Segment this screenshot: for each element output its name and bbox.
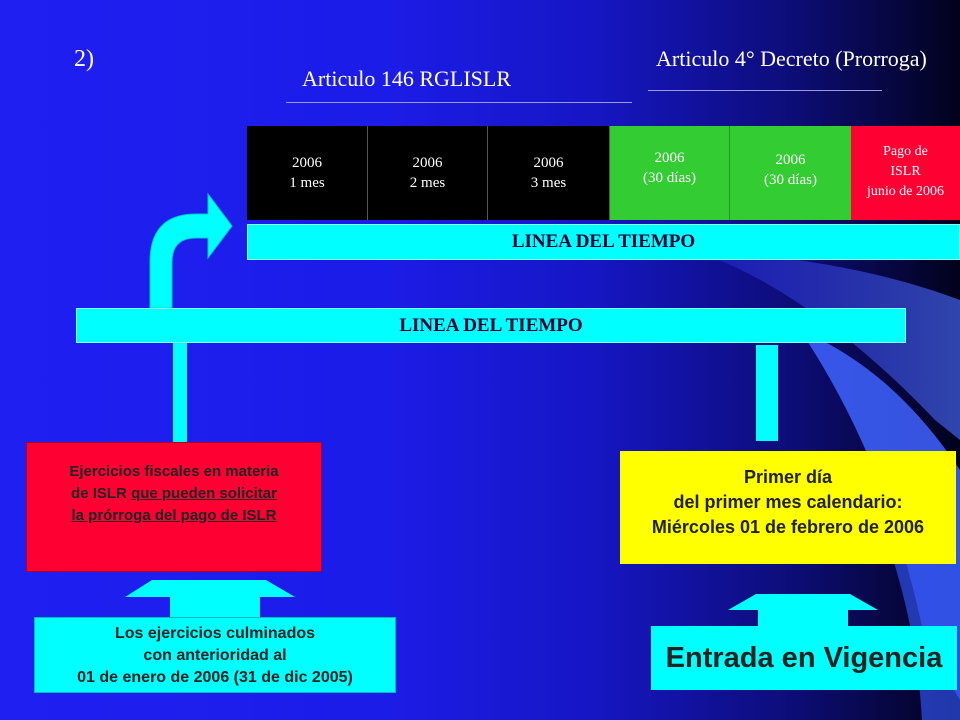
cell-payment-line-2: ISLR xyxy=(890,164,921,179)
cell-period: (30 días) xyxy=(764,172,817,188)
cell-payment-line-1: Pago de xyxy=(883,144,928,159)
timeline-cell-payment: Pago de ISLR junio de 2006 xyxy=(851,126,960,220)
timeline-cell-month-1: 2006 1 mes xyxy=(247,126,368,220)
eligibility-line-2-underlined: que pueden solicitar xyxy=(131,485,277,502)
bottom-left-arrow-icon xyxy=(125,580,295,597)
left-connector xyxy=(173,343,187,442)
bottom-right-arrow-stem xyxy=(758,610,848,626)
prorroga-eligibility-box: Ejercicios fiscales en materia de ISLR q… xyxy=(26,442,322,572)
cell-payment-line-3: junio de 2006 xyxy=(867,184,944,199)
prior-exercises-line-3: 01 de enero de 2006 (31 de dic 2005) xyxy=(77,669,353,686)
first-day-line-2: del primer mes calendario: xyxy=(673,492,903,512)
background-sweep-upper xyxy=(690,250,960,440)
timeline-top-bar: LINEA DEL TIEMPO xyxy=(247,224,960,260)
prior-exercises-box: Los ejercicios culminados con anteriorid… xyxy=(34,617,396,693)
bottom-left-arrow-stem xyxy=(170,597,260,617)
timeline-cell-month-2: 2006 2 mes xyxy=(368,126,488,220)
eligibility-line-3: la prórroga del pago de ISLR xyxy=(71,507,277,524)
cell-year: 2006 xyxy=(533,155,564,171)
timeline-main-bar: LINEA DEL TIEMPO xyxy=(76,308,906,343)
article-4-heading: Articulo 4° Decreto (Prorroga) xyxy=(656,46,927,71)
prior-exercises-line-2: con anterioridad al xyxy=(143,647,287,664)
cell-year: 2006 xyxy=(412,155,443,171)
first-day-box: Primer día del primer mes calendario: Mi… xyxy=(620,451,956,564)
cell-period: (30 días) xyxy=(643,170,696,186)
first-day-line-1: Primer día xyxy=(743,467,833,487)
first-day-line-3: Miércoles 01 de febrero de 2006 xyxy=(651,517,925,537)
article-146-rule xyxy=(286,102,632,103)
article-4-rule xyxy=(648,90,882,91)
cell-year: 2006 xyxy=(292,155,322,171)
timeline-cell-month-3: 2006 3 mes xyxy=(488,126,610,220)
bottom-right-arrow-icon xyxy=(728,594,878,610)
timeline-cell-extension-2: 2006 (30 días) xyxy=(730,126,851,220)
prior-exercises-line-1: Los ejercicios culminados xyxy=(114,625,316,642)
eligibility-line-2: de ISLR que pueden solicitar xyxy=(27,483,321,505)
curved-up-arrow-icon xyxy=(149,192,233,309)
cell-period: 2 mes xyxy=(409,175,446,191)
article-146-heading: Articulo 146 RGLISLR xyxy=(302,66,511,91)
slide-number: 2) xyxy=(74,46,94,72)
timeline-cell-extension-1: 2006 (30 días) xyxy=(610,126,730,220)
cell-period: 3 mes xyxy=(530,175,567,191)
right-connector xyxy=(756,345,778,441)
cell-year: 2006 xyxy=(775,152,806,168)
eligibility-line-2-plain: de ISLR xyxy=(71,485,132,502)
entry-into-force-box: Entrada en Vigencia xyxy=(651,626,957,690)
eligibility-line-1: Ejercicios fiscales en materia xyxy=(69,463,279,480)
cell-year: 2006 xyxy=(654,150,685,166)
cell-period: 1 mes xyxy=(289,175,325,191)
